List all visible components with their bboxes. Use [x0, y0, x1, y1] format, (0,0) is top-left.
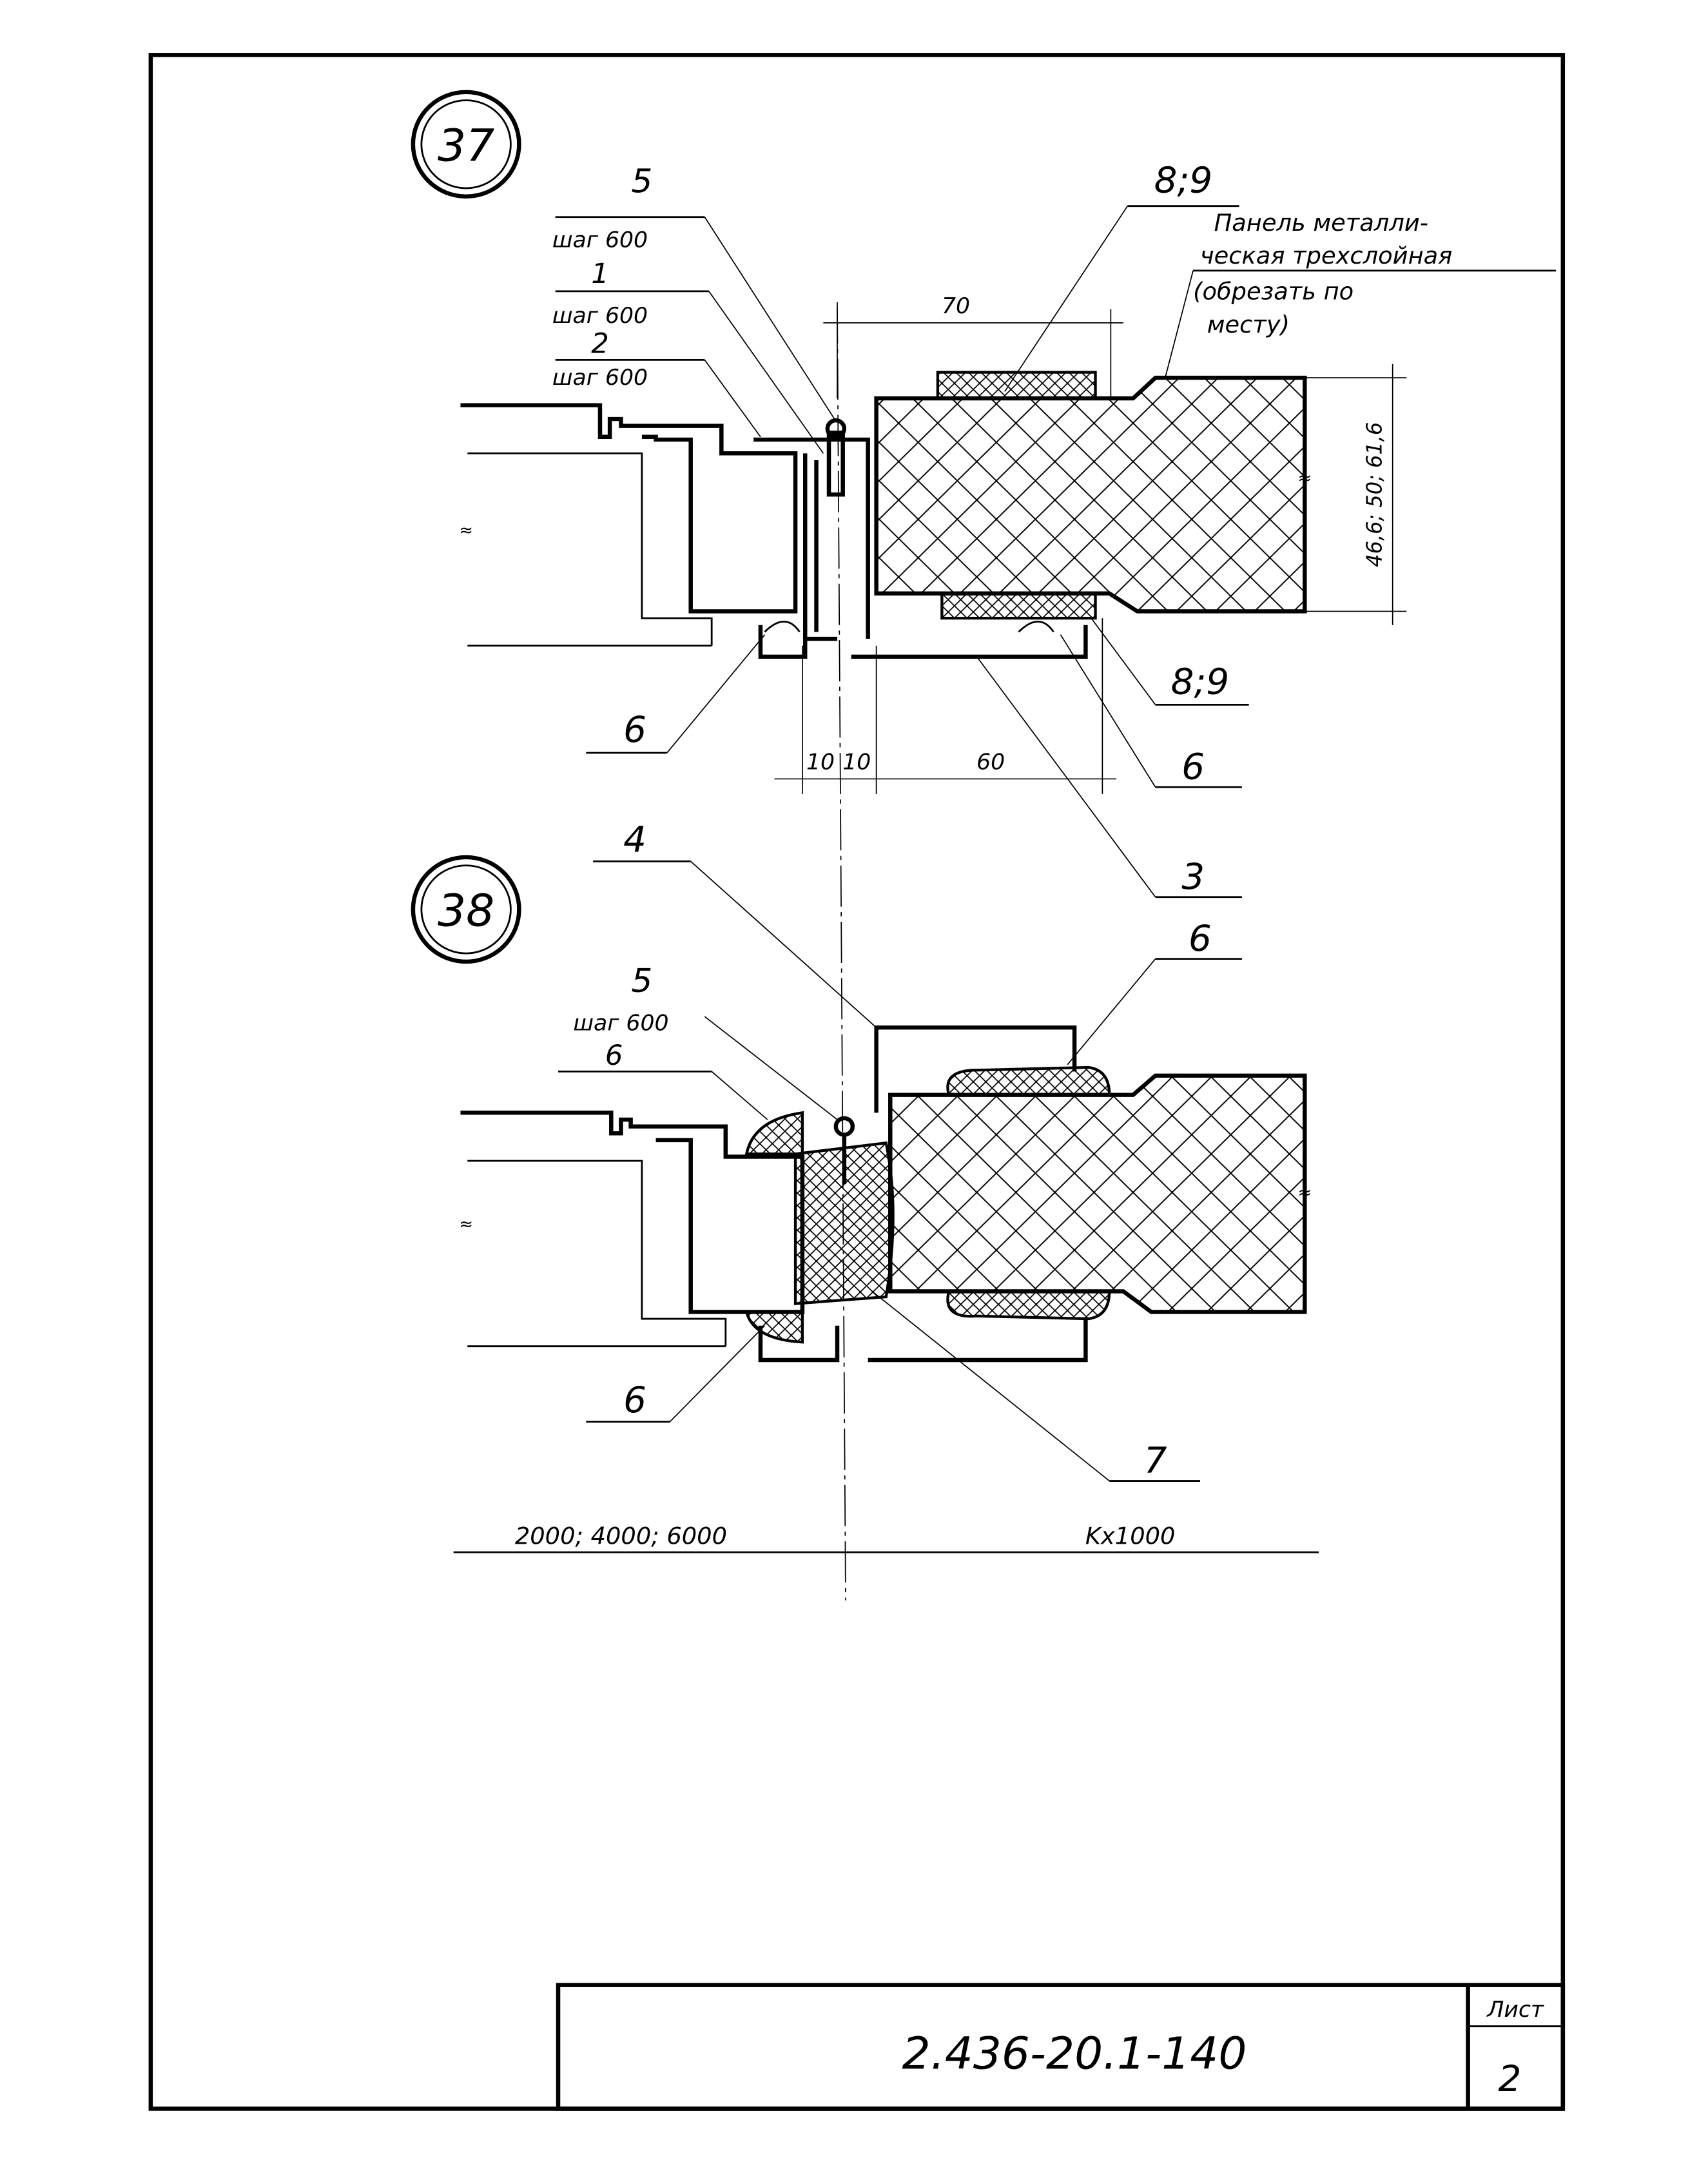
- sealant-left-top: [744, 1111, 804, 1156]
- sandwich-panel: [874, 375, 1307, 614]
- detail-38: 38 ≈ ≈ 4 5 шаг 600 6: [411, 819, 1319, 1553]
- dimension-70: 70: [823, 293, 1123, 399]
- leader-8-9-bottom: 8;9: [1091, 617, 1249, 706]
- center-axis: [837, 302, 846, 1600]
- leader-6-left: 6: [586, 634, 766, 754]
- panel-note: Панель металли- ческая трехслойная (обре…: [1164, 209, 1557, 378]
- detail-37: 37 ≈ ≈ 70: [411, 90, 1557, 1600]
- label-item-6: 6: [623, 1379, 646, 1421]
- break-mark: ≈: [459, 1215, 473, 1234]
- label-item-8-9: 8;9: [1154, 160, 1213, 201]
- label-item-3: 3: [1181, 856, 1205, 897]
- sealant-bottom: [946, 1290, 1111, 1321]
- panel-note-line: месту): [1207, 311, 1290, 338]
- dim-text: 10: [842, 750, 871, 775]
- sheet-label: Лист: [1486, 1997, 1544, 2023]
- dim-text: 10: [806, 750, 835, 775]
- detail-number: 38: [438, 886, 494, 937]
- span-dimension: 2000; 4000; 6000 Kx1000: [453, 1522, 1319, 1553]
- leader-7: 7: [871, 1290, 1200, 1482]
- detail-38-marker: 38: [411, 855, 521, 964]
- drawing-frame: [148, 53, 1566, 2111]
- leader-3: 3: [976, 656, 1242, 899]
- sealant-joint-7: [793, 1141, 895, 1305]
- dim-text: 46,6; 50; 61,6: [1362, 422, 1386, 567]
- seal-pad-bottom: [940, 592, 1097, 620]
- dim-text: Kx1000: [1085, 1522, 1176, 1550]
- label-pitch: шаг 600: [552, 303, 648, 329]
- document-code: 2.436-20.1-140: [902, 2028, 1247, 2079]
- label-item-1: 1: [591, 258, 609, 290]
- detail-number: 37: [438, 121, 494, 171]
- seal-pad-top: [936, 371, 1097, 400]
- sheet-number: 2: [1499, 2058, 1522, 2099]
- panel-note-line: (обрезать по: [1193, 278, 1354, 306]
- detail-37-marker: 37: [411, 90, 521, 199]
- label-item-2: 2: [591, 328, 609, 360]
- leader-5-1-2: 5 шаг 600 1 шаг 600 2 шаг 600: [552, 162, 835, 454]
- dimension-thickness: 46,6; 50; 61,6: [1305, 364, 1407, 625]
- leader-4: 4: [593, 819, 877, 1028]
- leader-5-6: 5 шаг 600 6: [558, 962, 838, 1120]
- frame-profile: ≈ ≈: [459, 403, 1312, 659]
- label-item-6: 6: [1181, 746, 1205, 788]
- label-item-5: 5: [631, 162, 652, 201]
- break-mark: ≈: [459, 521, 473, 540]
- label-item-6: 6: [623, 709, 646, 750]
- sealant-top: [946, 1065, 1111, 1096]
- frame-profile: ≈ ≈: [459, 1025, 1312, 1363]
- label-item-8-9: 8;9: [1171, 661, 1230, 703]
- panel-note-line: ческая трехслойная: [1200, 242, 1452, 269]
- dim-text: 2000; 4000; 6000: [515, 1522, 727, 1550]
- label-item-7: 7: [1144, 1440, 1167, 1481]
- panel-note-line: Панель металли-: [1214, 209, 1428, 237]
- label-item-6: 6: [1189, 918, 1212, 959]
- leader-6-bottom-left: 6: [586, 1325, 766, 1423]
- dim-text: 70: [942, 293, 970, 319]
- label-pitch: шаг 600: [552, 228, 648, 253]
- label-item-4: 4: [623, 819, 646, 860]
- leader-6-right: 6: [1060, 634, 1242, 788]
- dim-text: 60: [976, 750, 1005, 775]
- leader-6-top-right: 6: [1067, 918, 1242, 1065]
- label-item-6: 6: [605, 1040, 623, 1072]
- break-mark: ≈: [1297, 1183, 1312, 1203]
- title-block: 2.436-20.1-140 Лист 2: [556, 1983, 1566, 2111]
- sandwich-panel: [888, 1073, 1307, 1314]
- break-mark: ≈: [1297, 469, 1312, 488]
- label-pitch: шаг 600: [573, 1011, 668, 1036]
- label-item-5: 5: [631, 962, 652, 1000]
- sealant-left-bottom: [744, 1310, 804, 1344]
- dimension-bottom: 10 10 60: [774, 618, 1117, 794]
- leader-8-9-top: 8;9: [1004, 160, 1239, 392]
- label-pitch: шаг 600: [552, 365, 648, 391]
